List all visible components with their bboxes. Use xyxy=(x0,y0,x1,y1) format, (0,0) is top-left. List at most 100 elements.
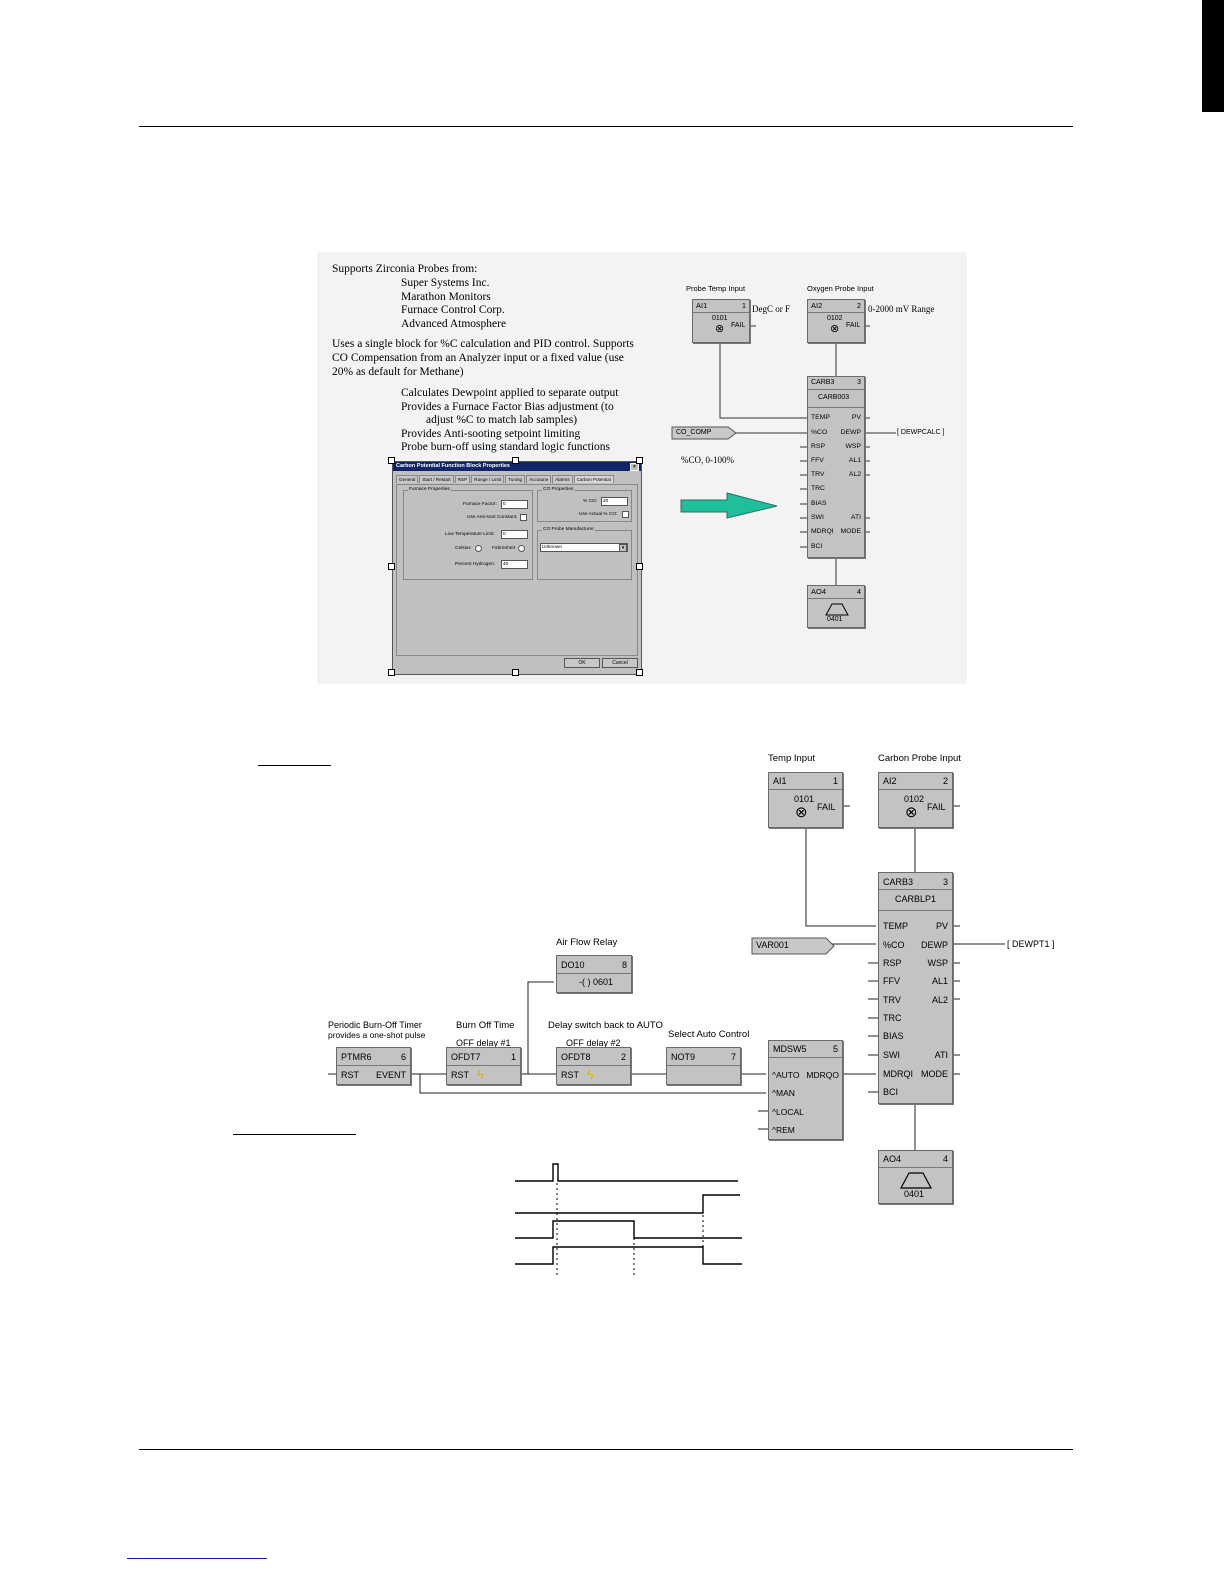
ptmr6-tag: PTMR6 xyxy=(341,1052,372,1062)
furnace-factor-label: Furnace Factor: xyxy=(463,502,497,507)
not9-tag: NOT9 xyxy=(671,1052,696,1062)
tab-general[interactable]: General xyxy=(396,475,419,483)
ofdt7-tag: OFDT7 xyxy=(451,1052,481,1062)
ai1-block[interactable]: AI1 1 0101 ⊗ FAIL xyxy=(768,772,843,828)
ao4-tag: AO4 xyxy=(811,587,827,596)
select-auto-label: Select Auto Control xyxy=(668,1029,750,1040)
selection-handle[interactable] xyxy=(512,669,519,676)
section-heading-underline xyxy=(233,1134,356,1135)
mdsw5-num: 5 xyxy=(832,1044,838,1054)
furnace-properties-title: Furnace Properties xyxy=(408,487,451,492)
pin-ffv: FFV xyxy=(811,457,824,464)
probe-manufacturer-group: CO Probe Manufacturer xyxy=(537,527,632,580)
ai2-num: 2 xyxy=(856,301,861,310)
pin-bias: BIAS xyxy=(811,500,827,507)
low-temp-field[interactable]: 0 xyxy=(501,530,528,539)
ofdt7-input: RST xyxy=(451,1070,469,1080)
pin-dewp: DEWP xyxy=(840,429,861,436)
do10-block[interactable]: DO10 8 -( ) 0601 xyxy=(556,955,632,993)
ofdt7-num: 1 xyxy=(510,1052,516,1062)
tab-alarms[interactable]: Alarms xyxy=(552,475,573,483)
ai2-block[interactable]: AI2 2 0102 ⊗ FAIL xyxy=(878,772,953,828)
actual-co-checkbox[interactable] xyxy=(622,511,629,518)
temp-input-label: Temp Input xyxy=(768,753,815,764)
output-trapezoid-icon xyxy=(825,603,849,616)
selection-handle[interactable] xyxy=(388,669,395,676)
chevron-down-icon[interactable]: ▾ xyxy=(619,544,627,552)
input-sensor-icon: ⊗ xyxy=(795,804,808,821)
ofdt8-subtitle: OFF delay #2 xyxy=(566,1038,621,1048)
ai1-num: 1 xyxy=(741,301,746,310)
vendor-1: Super Systems Inc. xyxy=(401,277,490,289)
input-sensor-icon: ⊗ xyxy=(905,804,918,821)
ptmr6-block[interactable]: PTMR6 6 RST EVENT xyxy=(336,1047,411,1085)
output-trapezoid-icon xyxy=(900,1172,932,1189)
cancel-button[interactable]: Cancel xyxy=(602,658,638,668)
pin-ffv: FFV xyxy=(883,976,900,986)
ai1-addr: 0101 xyxy=(794,794,815,804)
burn-off-timer-label-1: Periodic Burn-Off Timer xyxy=(328,1020,422,1030)
mdsw5-pin-man: ^MAN xyxy=(772,1088,795,1098)
selection-handle[interactable] xyxy=(636,669,643,676)
ai1-block[interactable]: AI1 1 0101 ⊗ FAIL xyxy=(692,299,750,343)
footer-link-underline[interactable] xyxy=(127,1558,267,1559)
close-icon[interactable]: × xyxy=(630,463,639,471)
para-line-3: 20% as default for Methane) xyxy=(332,366,464,378)
ao4-block[interactable]: AO4 4 0401 xyxy=(807,585,865,628)
do10-tag: DO10 xyxy=(561,960,585,970)
ai2-block[interactable]: AI2 2 0102 ⊗ FAIL xyxy=(807,299,865,343)
probe-manufacturer-title: CO Probe Manufacturer xyxy=(542,527,595,532)
selection-handle[interactable] xyxy=(512,457,519,464)
ai2-addr: 0102 xyxy=(904,794,925,804)
ai2-fail: FAIL xyxy=(846,322,861,329)
ofdt8-block[interactable]: OFDT8 2 RST ϟ xyxy=(556,1047,631,1085)
pin-bci: BCI xyxy=(811,543,823,550)
tab-carbon-potential[interactable]: Carbon Potential xyxy=(573,475,614,483)
selection-handle[interactable] xyxy=(388,563,395,570)
ofdt7-subtitle: OFF delay #1 xyxy=(456,1038,511,1048)
carb-block-2[interactable]: CARB3 3 CARBLP1 TEMP %CO RSP FFV TRV TRC… xyxy=(878,872,953,1104)
carb-tag: CARB3 xyxy=(883,877,914,887)
tab-start-restart[interactable]: Start / Restart xyxy=(419,475,454,483)
pin-al2: AL2 xyxy=(848,471,861,478)
ai1-addr: 0101 xyxy=(712,315,728,322)
tab-tuning[interactable]: Tuning xyxy=(505,475,526,483)
ai2-tag: AI2 xyxy=(883,776,897,786)
ofdt7-block[interactable]: OFDT7 1 RST ϟ xyxy=(446,1047,521,1085)
tab-rsp[interactable]: RSP xyxy=(454,475,471,483)
co-percent-field[interactable]: 20 xyxy=(601,497,628,506)
mdsw5-tag: MDSW5 xyxy=(773,1044,807,1054)
celsius-radio[interactable] xyxy=(475,545,482,552)
ao4-block[interactable]: AO4 4 0401 xyxy=(878,1150,953,1204)
pin-mode: MODE xyxy=(840,528,861,535)
pin-bci: BCI xyxy=(883,1087,899,1097)
selection-handle[interactable] xyxy=(636,563,643,570)
dialog-title-bar: Carbon Potential Function Block Properti… xyxy=(393,462,641,471)
tab-accutune[interactable]: Accutune xyxy=(526,475,552,483)
feature-5: Probe burn-off using standard logic func… xyxy=(401,441,610,453)
ai1-fail: FAIL xyxy=(731,322,746,329)
hydrogen-field[interactable]: 40 xyxy=(501,560,528,569)
not9-num: 7 xyxy=(730,1052,736,1062)
probe-manufacturer-select[interactable]: Unknown xyxy=(540,543,628,552)
tab-range-limit[interactable]: Range / Limit xyxy=(471,475,505,483)
section-heading-underline xyxy=(258,765,331,766)
selection-handle[interactable] xyxy=(636,457,643,464)
dewpt1-tag: [ DEWPT1 ] xyxy=(1007,939,1055,949)
anti-soot-checkbox[interactable] xyxy=(520,514,527,521)
feature-3: adjust %C to match lab samples) xyxy=(426,414,578,426)
mdsw5-block[interactable]: MDSW5 5 ^AUTO MDRQO ^MAN ^LOCAL ^REM xyxy=(768,1040,843,1140)
pin-mdrqi: MDRQI xyxy=(883,1069,913,1079)
carbon-potential-properties-dialog: Carbon Potential Function Block Properti… xyxy=(392,461,642,675)
pin-trc: TRC xyxy=(811,485,825,492)
ok-button[interactable]: OK xyxy=(564,658,600,668)
pin-ati: ATI xyxy=(934,1050,948,1060)
ptmr6-output: EVENT xyxy=(375,1070,406,1080)
fahrenheit-radio[interactable] xyxy=(518,545,525,552)
carb-block-1[interactable]: CARB3 3 CARB003 TEMP %CO RSP FFV TRV TRC… xyxy=(807,376,865,558)
timing-diagram xyxy=(515,1163,742,1265)
ai1-tag: AI1 xyxy=(773,776,787,786)
selection-handle[interactable] xyxy=(388,457,395,464)
furnace-factor-field[interactable]: 0 xyxy=(501,500,528,509)
not9-block[interactable]: NOT9 7 xyxy=(666,1047,741,1085)
